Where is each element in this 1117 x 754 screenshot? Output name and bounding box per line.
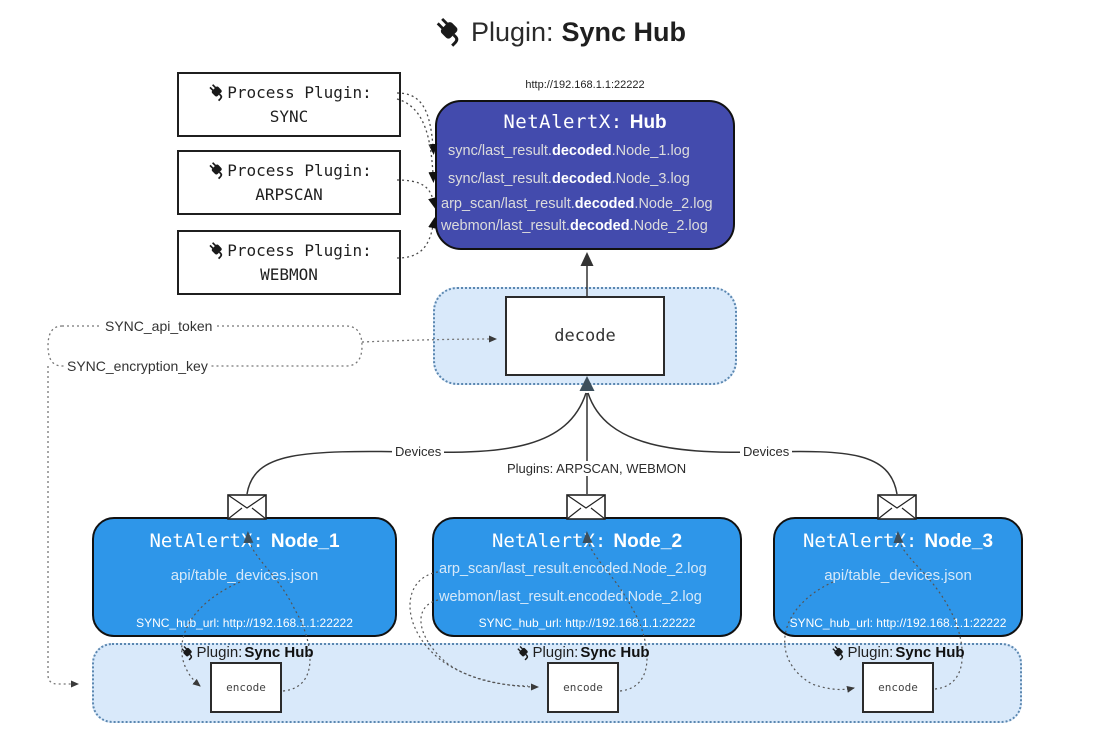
envelope-icon bbox=[877, 494, 917, 520]
encoder-plugin-label: Plugin: Sync Hub bbox=[514, 644, 650, 661]
node-title: NetAlertX:Node_2 bbox=[491, 530, 683, 552]
hub-title: NetAlertX: Hub bbox=[437, 111, 733, 134]
node-2-box: NetAlertX:Node_2 arp_scan/last_result.en… bbox=[432, 517, 742, 637]
node-sync-hub-url: SYNC_hub_url: http://192.168.1.1:22222 bbox=[789, 616, 1007, 630]
sync-api-token-label: SYNC_api_token bbox=[102, 318, 216, 334]
edge-sync-to-log1 bbox=[396, 92, 438, 155]
node-title: NetAlertX:Node_1 bbox=[149, 530, 340, 552]
encoder-plugin-label: Plugin: Sync Hub bbox=[178, 644, 314, 661]
hub-log-line: sync/last_result.decoded.Node_3.log bbox=[448, 171, 690, 187]
node-3-box: NetAlertX:Node_3 api/table_devices.json … bbox=[773, 517, 1023, 637]
node-line: api/table_devices.json bbox=[170, 567, 319, 584]
hub-box: NetAlertX: Hub sync/last_result.decoded.N… bbox=[435, 100, 735, 250]
sync-encryption-key-label: SYNC_encryption_key bbox=[64, 358, 211, 374]
node-line: webmon/last_result.encoded.Node_2.log bbox=[439, 589, 702, 605]
node-1-box: NetAlertX:Node_1 api/table_devices.json … bbox=[92, 517, 397, 637]
plug-icon bbox=[181, 645, 193, 660]
process-plugin-name: SYNC bbox=[269, 106, 309, 126]
node-line: arp_scan/last_result.encoded.Node_2.log bbox=[439, 561, 707, 577]
arrowhead-hub bbox=[580, 252, 594, 266]
encode-label: encode bbox=[226, 681, 266, 694]
encode-box-1: encode bbox=[210, 662, 282, 713]
plug-icon bbox=[209, 84, 223, 102]
plug-icon bbox=[209, 242, 223, 260]
edge-webmon-to-log4 bbox=[396, 217, 438, 259]
encoder-plugin-label: Plugin: Sync Hub bbox=[829, 644, 965, 661]
edge-label-devices-right: Devices bbox=[740, 444, 793, 459]
process-plugin-name: WEBMON bbox=[260, 264, 318, 284]
plug-icon bbox=[517, 645, 529, 660]
decode-label: decode bbox=[554, 326, 616, 346]
edge-arpscan-to-log3 bbox=[396, 179, 437, 209]
process-plugin-webmon: Process Plugin: WEBMON bbox=[177, 230, 401, 295]
process-plugin-name: ARPSCAN bbox=[255, 184, 323, 204]
edge-label-devices-left: Devices bbox=[392, 444, 445, 459]
decode-box: decode bbox=[505, 296, 665, 376]
encode-box-2: encode bbox=[547, 662, 619, 713]
process-plugin-label: Process Plugin: bbox=[227, 83, 372, 103]
title-prefix: Plugin: bbox=[470, 16, 554, 47]
node-sync-hub-url: SYNC_hub_url: http://192.168.1.1:22222 bbox=[478, 616, 696, 630]
plugin-to-hub-edges bbox=[396, 92, 438, 259]
process-plugin-label: Process Plugin: bbox=[227, 161, 372, 181]
hub-url: http://192.168.1.1:22222 bbox=[525, 79, 645, 91]
page-title: Plugin: Sync Hub bbox=[0, 16, 1117, 48]
process-plugin-sync: Process Plugin: SYNC bbox=[177, 72, 401, 137]
plug-icon bbox=[436, 17, 459, 47]
hub-log-line: webmon/last_result.decoded.Node_2.log bbox=[441, 218, 708, 234]
edge-sync-to-log2 bbox=[396, 98, 438, 183]
plug-icon bbox=[832, 645, 844, 660]
node-line: api/table_devices.json bbox=[824, 567, 972, 584]
edge-secrets-to-encoders bbox=[47, 366, 79, 688]
edge-label-plugins: Plugins: ARPSCAN, WEBMON bbox=[504, 461, 690, 476]
hub-log-line: sync/last_result.decoded.Node_1.log bbox=[448, 143, 690, 159]
node-sync-hub-url: SYNC_hub_url: http://192.168.1.1:22222 bbox=[136, 616, 353, 630]
node-title: NetAlertX:Node_3 bbox=[802, 530, 994, 552]
encode-box-3: encode bbox=[862, 662, 934, 713]
hub-log-line: arp_scan/last_result.decoded.Node_2.log bbox=[441, 196, 713, 212]
encode-label: encode bbox=[878, 681, 918, 694]
envelope-icon bbox=[227, 494, 267, 520]
plug-icon bbox=[209, 162, 223, 180]
title-bold: Sync Hub bbox=[561, 16, 687, 47]
hub-title-name: Hub bbox=[629, 112, 667, 133]
encode-label: encode bbox=[563, 681, 603, 694]
envelope-icon bbox=[566, 494, 606, 520]
process-plugin-arpscan: Process Plugin: ARPSCAN bbox=[177, 150, 401, 215]
process-plugin-label: Process Plugin: bbox=[227, 241, 372, 261]
hub-title-prefix: NetAlertX: bbox=[503, 111, 623, 133]
